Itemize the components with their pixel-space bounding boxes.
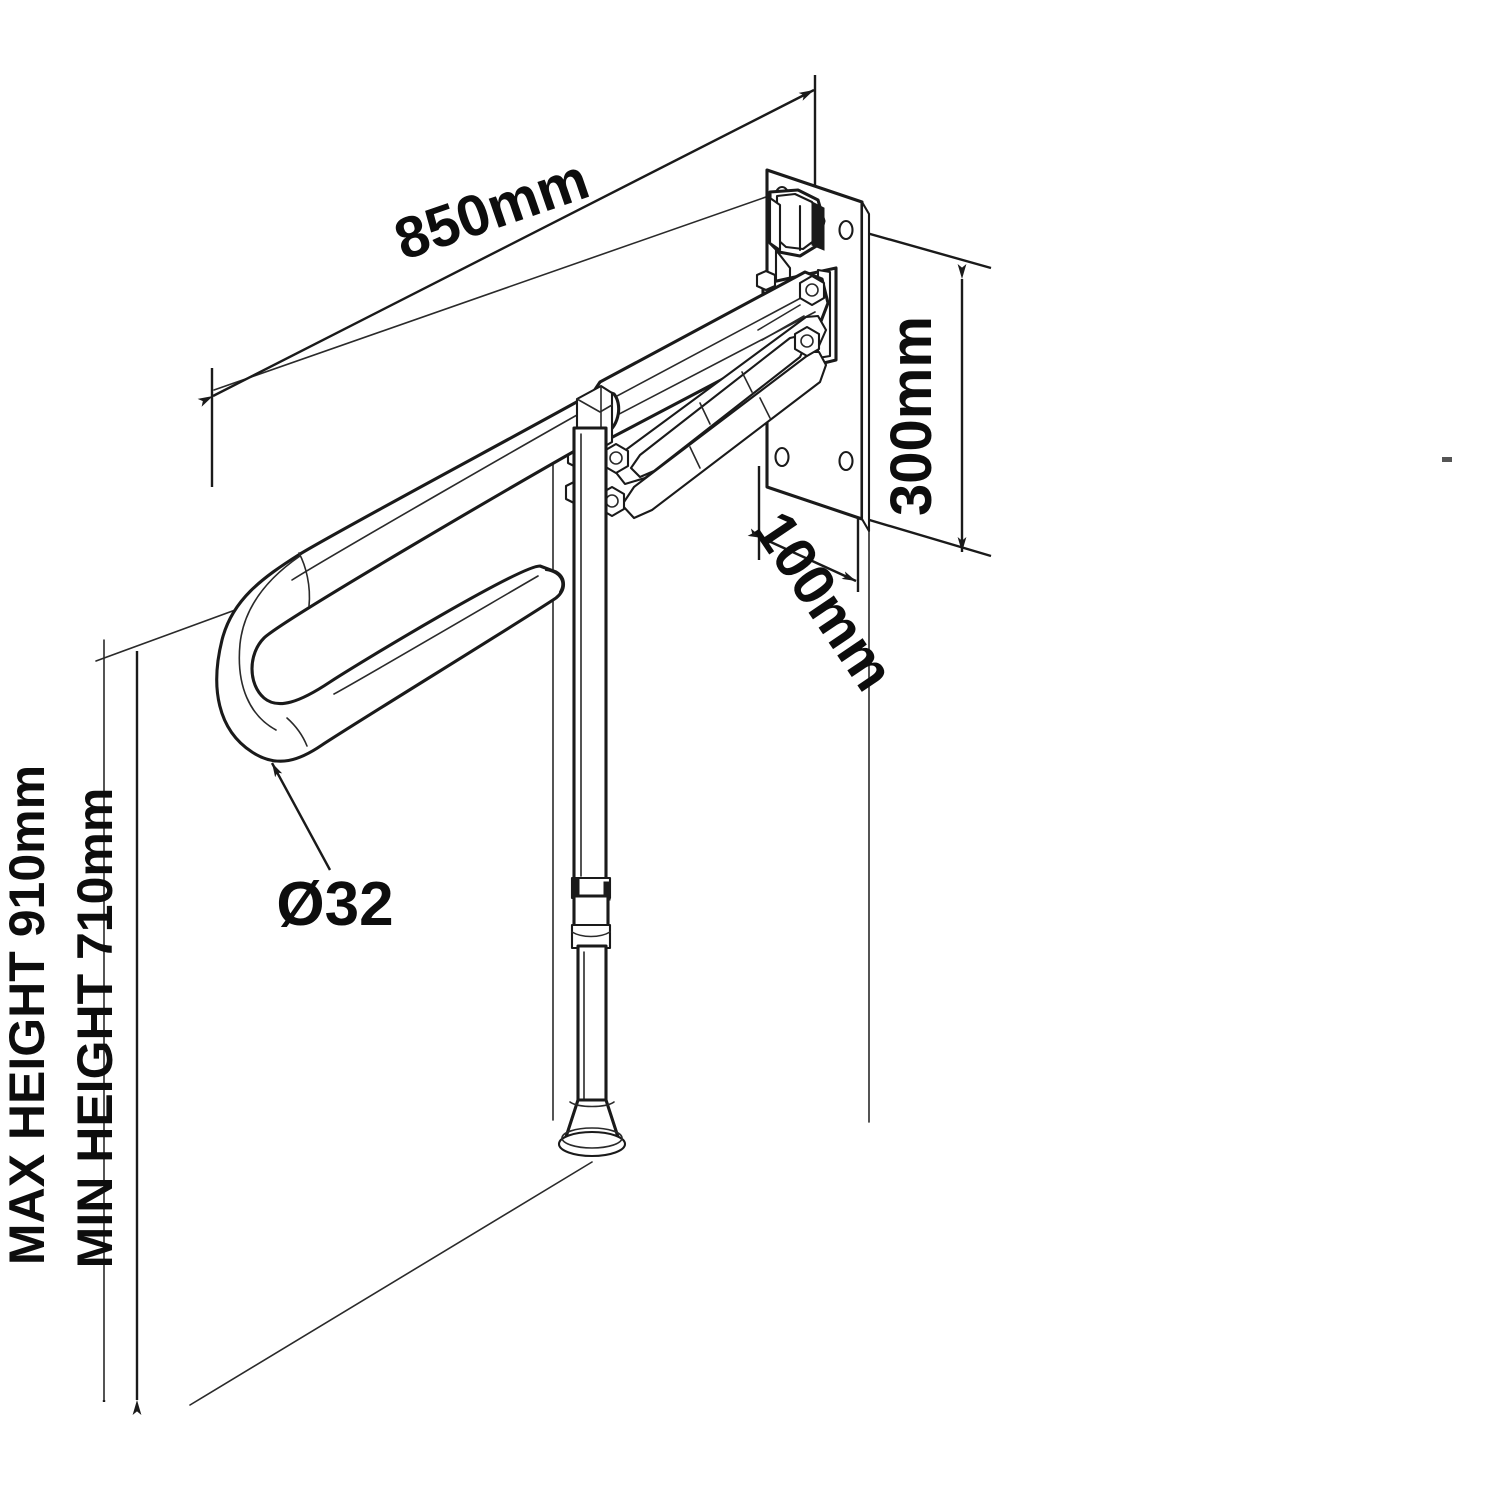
hex-bolt: [755, 269, 777, 292]
dimension-label-min-height: MIN HEIGHT 710mm: [67, 788, 123, 1269]
dimension-label-max-height: MAX HEIGHT 910mm: [0, 765, 55, 1265]
hex-bolt: [793, 325, 821, 358]
folding-strut-linkage: [612, 304, 828, 520]
diameter-callout: Ø32: [270, 762, 394, 939]
telescopic-support-leg: [570, 426, 612, 1106]
hex-bolt: [602, 442, 630, 475]
registration-mark: [1442, 457, 1452, 462]
hinge-clamp-bracket-top: [768, 188, 826, 294]
dimension-height-range: MAX HEIGHT 910mm MIN HEIGHT 710mm: [0, 639, 142, 1415]
dimension-label-300mm: 300mm: [879, 316, 944, 516]
screw-hole: [838, 219, 854, 241]
hex-bolt: [798, 274, 826, 307]
hex-bolt-group: [564, 269, 826, 518]
screw-hole: [774, 446, 790, 468]
dimension-label-diameter: Ø32: [276, 870, 393, 939]
dimension-300mm: 300mm: [855, 228, 992, 558]
screw-hole: [838, 450, 854, 472]
floor-foot-pad: [557, 1098, 627, 1158]
